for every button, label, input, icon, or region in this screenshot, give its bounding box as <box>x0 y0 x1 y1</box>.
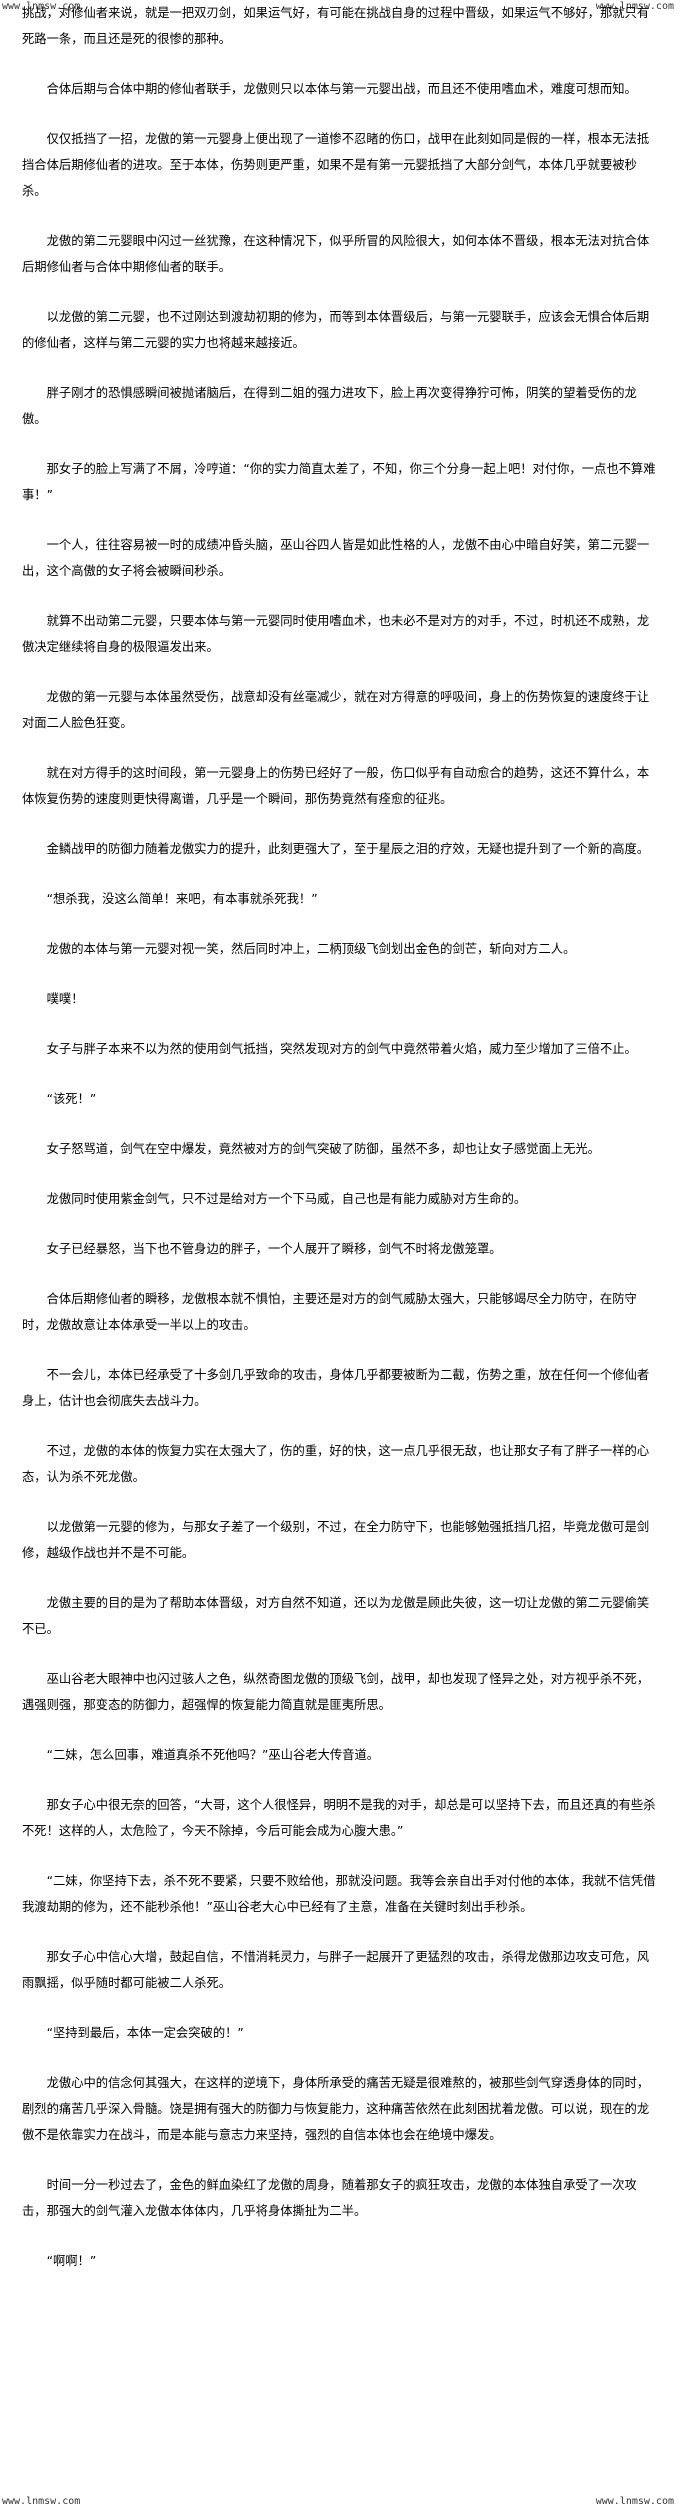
paragraph: 胖子刚才的恐惧感瞬间被抛诸脑后，在得到二姐的强力进攻下，脸上再次变得狰狞可怖，阴… <box>22 386 637 426</box>
paragraph: 就算不出动第二元婴，只要本体与第一元婴同时使用嗜血术，也未必不是对方的对手，不过… <box>22 614 650 654</box>
watermark-bottom-left: www.lnmsw.com <box>2 2496 81 2507</box>
paragraph: 那女子的脸上写满了不屑，冷哼道：“你的实力简直太差了，不知，你三个分身一起上吧！… <box>22 462 656 502</box>
paragraph: “二妹，怎么回事，难道真杀不死他吗？”巫山谷老大传音道。 <box>46 1748 380 1762</box>
paragraph: 金鳞战甲的防御力随着龙傲实力的提升，此刻更强大了，至于星辰之泪的疗效，无疑也提升… <box>46 842 650 856</box>
paragraph: 合体后期与合体中期的修仙者联手，龙傲则只以本体与第一元婴出战，而且还不使用嗜血术… <box>46 82 637 96</box>
paragraph: 时间一分一秒过去了，金色的鲜血染红了龙傲的周身，随着那女子的疯狂攻击，龙傲的本体… <box>22 2178 637 2218</box>
paragraph: 女子已经暴怒，当下也不管身边的胖子，一个人展开了瞬移，剑气不时将龙傲笼罩。 <box>46 1242 502 1256</box>
paragraph: 不一会儿，本体已经承受了十多剑几乎致命的攻击，身体几乎都要被断为二截，伤势之重，… <box>22 1368 650 1408</box>
paragraph: 挑战，对修仙者来说，就是一把双刃剑，如果运气好，有可能在挑战自身的过程中晋级，如… <box>22 6 650 46</box>
paragraph: 龙傲同时使用紫金剑气，只不过是给对方一个下马威，自己也是有能力威胁对方生命的。 <box>46 1192 527 1206</box>
watermark-top-left: www.lnmsw.com <box>2 1 81 12</box>
paragraph: 以龙傲的第二元婴，也不过刚达到渡劫初期的修为，而等到本体晋级后，与第一元婴联手，… <box>22 310 650 350</box>
paragraph: 仅仅抵挡了一招，龙傲的第一元婴身上便出现了一道惨不忍睹的伤口，战甲在此刻如同是假… <box>22 132 650 198</box>
paragraph: 就在对方得手的这时间段，第一元婴身上的伤势已经好了一般，伤口似乎有自动愈合的趋势… <box>22 766 650 806</box>
paragraph: 龙傲的第一元婴与本体虽然受伤，战意却没有丝毫减少，就在对方得意的呼吸间，身上的伤… <box>22 690 650 730</box>
paragraph: 那女子心中信心大增，鼓起自信，不惜消耗灵力，与胖子一起展开了更猛烈的攻击，杀得龙… <box>22 1950 650 1990</box>
paragraph: “啊啊！” <box>46 2254 97 2268</box>
paragraph: 女子怒骂道，剑气在空中爆发，竟然被对方的剑气突破了防御，虽然不多，却也让女子感觉… <box>46 1142 600 1156</box>
paragraph: 噗噗！ <box>46 992 84 1006</box>
paragraph: “想杀我，没这么简单！来吧，有本事就杀死我！” <box>46 892 318 906</box>
paragraph: “该死！” <box>46 1092 97 1106</box>
paragraph: 一个人，往往容易被一时的成绩冲昏头脑，巫山谷四人皆是如此性格的人，龙傲不由心中暗… <box>22 538 650 578</box>
paragraph: 龙傲的本体与第一元婴对视一笑，然后同时冲上，二柄顶级飞剑划出金色的剑芒，斩向对方… <box>46 942 576 956</box>
paragraph: “坚持到最后，本体一定会突破的！” <box>46 2026 244 2040</box>
article-body: 挑战，对修仙者来说，就是一把双刃剑，如果运气好，有可能在挑战自身的过程中晋级，如… <box>22 6 656 2268</box>
paragraph: 龙傲心中的信念何其强大，在这样的逆境下，身体所承受的痛苦无疑是很难熬的，被那些剑… <box>22 2076 650 2142</box>
watermark-bottom-right: www.lnmsw.com <box>595 2496 674 2507</box>
watermark-top-right: www.lnmsw.com <box>595 1 674 12</box>
paragraph: 合体后期修仙者的瞬移，龙傲根本就不惧怕，主要还是对方的剑气威胁太强大，只能够竭尽… <box>22 1292 637 1332</box>
paragraph: 巫山谷老大眼神中也闪过骇人之色，纵然奇图龙傲的顶级飞剑，战甲，却也发现了怪异之处… <box>22 1672 650 1712</box>
paragraph: 以龙傲第一元婴的修为，与那女子差了一个级别，不过，在全力防守下，也能够勉强抵挡几… <box>22 1520 650 1560</box>
paragraph: 不过，龙傲的本体的恢复力实在太强大了，伤的重，好的快，这一点几乎很无敌，也让那女… <box>22 1444 650 1484</box>
paragraph: 女子与胖子本来不以为然的使用剑气抵挡，突然发现对方的剑气中竟然带着火焰，威力至少… <box>46 1042 637 1056</box>
paragraph: 龙傲主要的目的是为了帮助本体晋级，对方自然不知道，还以为龙傲是顾此失彼，这一切让… <box>22 1596 650 1636</box>
paragraph: 龙傲的第二元婴眼中闪过一丝犹豫，在这种情况下，似乎所冒的风险很大，如何本体不晋级… <box>22 234 650 274</box>
paragraph: “二妹，你坚持下去，杀不死不要紧，只要不败给他，那就没问题。我等会亲自出手对付他… <box>22 1874 656 1914</box>
paragraph: 那女子心中很无奈的回答，“大哥，这个人很怪异，明明不是我的对手，却总是可以坚持下… <box>22 1798 656 1838</box>
